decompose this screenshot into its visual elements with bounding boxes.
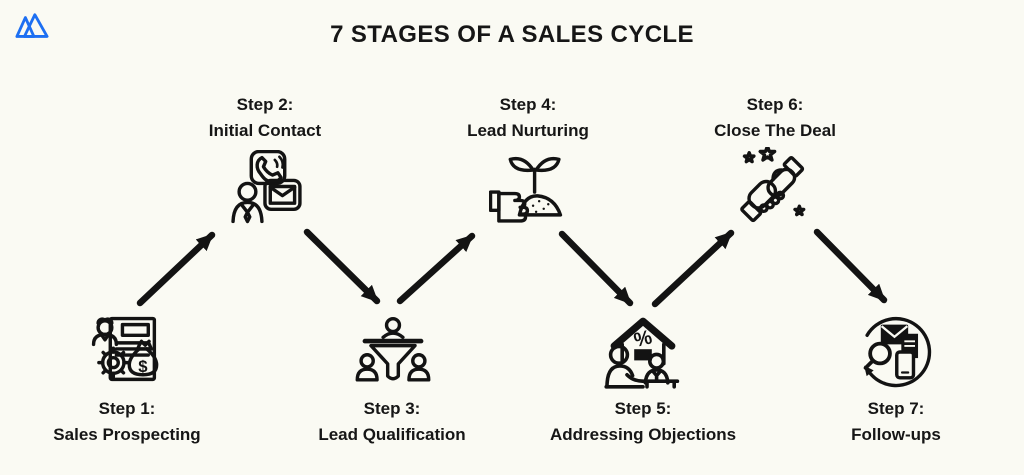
step-1-label: Step 1: Sales Prospecting	[12, 396, 242, 448]
step-1-number: Step 1:	[98, 399, 156, 418]
step-3-label: Step 3: Lead Qualification	[277, 396, 507, 448]
mountain-logo-icon	[15, 10, 49, 42]
step-2-number: Step 2:	[236, 95, 294, 114]
step-5-label: Step 5: Addressing Objections	[528, 396, 758, 448]
step-3-number: Step 3:	[363, 399, 421, 418]
arrow-step5-to-step6	[651, 229, 735, 308]
close-the-deal-icon	[734, 147, 810, 223]
initial-contact-icon	[230, 150, 306, 226]
page-title: 7 STAGES OF A SALES CYCLE	[330, 21, 694, 48]
percent-glyph: %	[632, 326, 655, 352]
dollar-glyph: $	[138, 357, 148, 376]
arrow-step3-to-step4	[396, 232, 476, 305]
step-6-name: Close The Deal	[714, 121, 836, 140]
arrow-step6-to-step7	[813, 228, 888, 304]
lead-nurturing-icon	[489, 148, 565, 224]
arrow-step4-to-step5	[558, 230, 634, 307]
follow-ups-icon	[858, 314, 934, 390]
lead-qualification-icon	[355, 316, 431, 392]
step-7-name: Follow-ups	[851, 425, 941, 444]
step-2-name: Initial Contact	[208, 121, 322, 140]
arrow-step2-to-step3	[303, 228, 381, 305]
step-4-name: Lead Nurturing	[467, 121, 589, 140]
step-3-name: Lead Qualification	[318, 425, 466, 444]
sales-prospecting-icon: $	[89, 314, 165, 390]
step-4-label: Step 4: Lead Nurturing	[413, 92, 643, 144]
step-5-name: Addressing Objections	[549, 425, 737, 444]
step-1-name: Sales Prospecting	[53, 425, 201, 444]
addressing-objections-icon: %	[603, 314, 683, 394]
step-5-number: Step 5:	[614, 399, 672, 418]
arrow-step1-to-step2	[136, 231, 216, 307]
step-4-number: Step 4:	[499, 95, 557, 114]
step-2-label: Step 2: Initial Contact	[150, 92, 380, 144]
step-7-label: Step 7: Follow-ups	[781, 396, 1011, 448]
step-6-label: Step 6: Close The Deal	[660, 92, 890, 144]
step-6-number: Step 6:	[746, 95, 804, 114]
step-7-number: Step 7:	[867, 399, 925, 418]
